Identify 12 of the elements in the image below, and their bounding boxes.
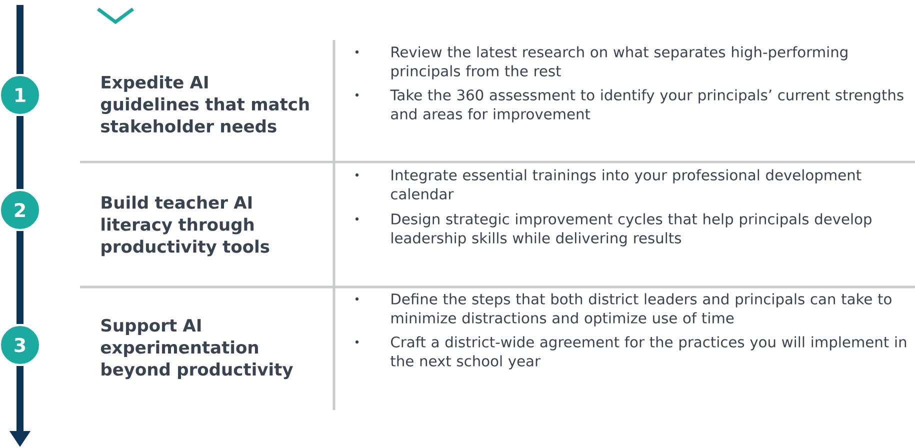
bullet-text: Take the 360 assessment to identify your principals’ current strengths and areas for improvement	[390, 89, 904, 122]
step-heading: Build teacher AI literacy through productivity tools	[102, 196, 270, 256]
connector-line	[16, 116, 24, 189]
bullet-text: Define the steps that both district leaders and principals can take to minimize distractions and optimize use of time	[392, 293, 892, 326]
bullet-text: Integrate essential trainings into your professional development calendar	[391, 169, 862, 200]
step-heading: Support AI experimentation beyond productivity	[100, 318, 293, 380]
connector-line	[16, 231, 24, 324]
bullet-text: Craft a district-wide agreement for the practices you will implement in the next school year	[390, 336, 906, 370]
bullet-text: Design strategic improvement cycles that help principals develop leadership skills while delivering results	[392, 213, 872, 246]
step-heading: Expedite AI guidelines that match stakeholder needs	[100, 75, 309, 133]
bullet-text: Review the latest research on what separates high-performing principals from the rest	[392, 46, 848, 80]
connector-line	[16, 5, 24, 74]
